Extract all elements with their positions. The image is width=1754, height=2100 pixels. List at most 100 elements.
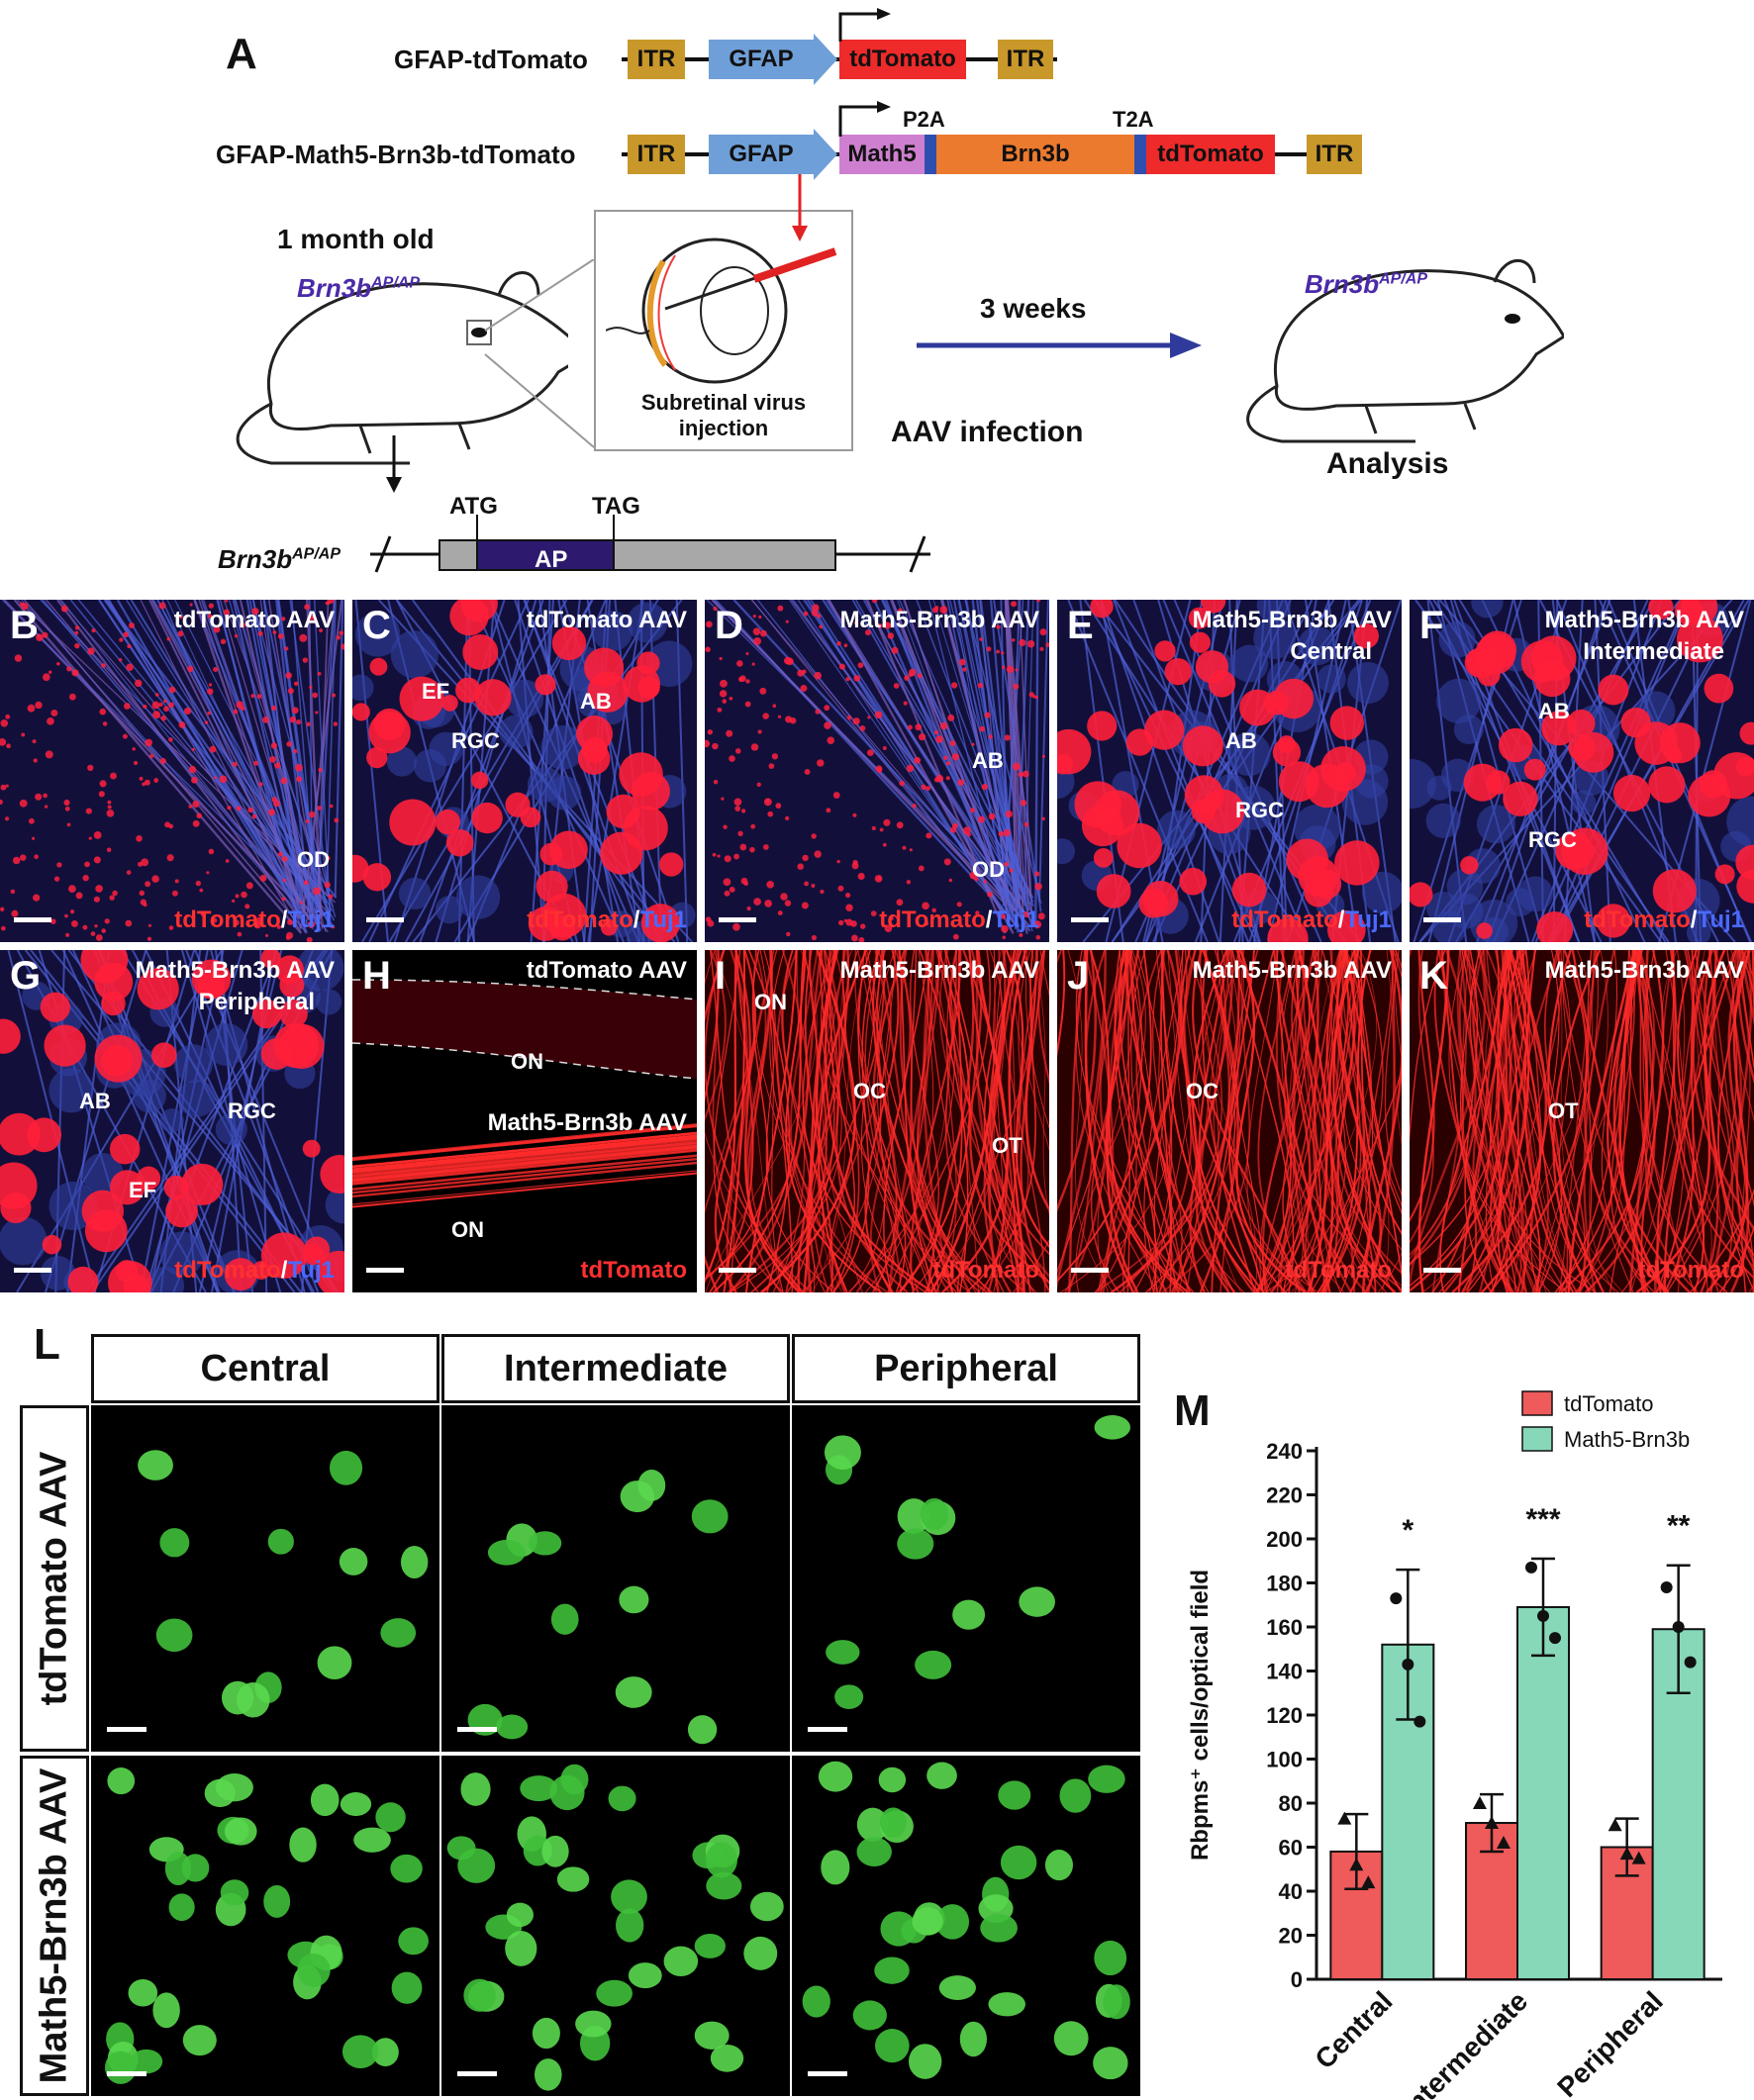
annotation-ab: AB xyxy=(1225,728,1257,753)
panel-label-g: G xyxy=(10,954,42,998)
rbpms-cells xyxy=(446,1764,784,2091)
stain-separator: / xyxy=(633,907,640,933)
data-point xyxy=(1608,1818,1622,1832)
t2a-label: T2A xyxy=(1113,107,1154,132)
annotation-on: ON xyxy=(754,990,787,1014)
stain-label-c: tdTomato/Tuj1 xyxy=(527,907,687,934)
panel-label-d: D xyxy=(715,604,743,647)
legend-swatch-math5-brn3b xyxy=(1521,1426,1553,1452)
data-point xyxy=(1390,1592,1403,1605)
annotation-od: OD xyxy=(972,857,1005,882)
y-tick-label: 220 xyxy=(1266,1483,1303,1508)
legend-label-tdtomato: tdTomato xyxy=(1564,1391,1654,1416)
stain-tdtomato: tdTomato xyxy=(174,907,281,933)
panel-title-j: Math5-Brn3b AAV xyxy=(1192,957,1392,984)
panel-subtitle-f: Intermediate xyxy=(1583,638,1724,665)
allele-name-sup: AP/AP xyxy=(292,545,341,563)
construct1-itr-right: ITR xyxy=(998,40,1053,79)
significance-label: *** xyxy=(1525,1503,1560,1536)
rbpms-bar-chart: M020406080100120140160180200220240Rbpms⁺… xyxy=(1174,1386,1722,2100)
stain-label-i: tdTomato xyxy=(932,1257,1039,1285)
stain-label-h: tdTomato xyxy=(580,1257,687,1285)
data-point xyxy=(1631,1851,1646,1864)
annotation-on: ON xyxy=(511,1049,543,1074)
time-arrow-icon xyxy=(917,333,1202,358)
micrograph-e xyxy=(1057,600,1402,942)
stain-tuj1: Tuj1 xyxy=(639,907,687,933)
mouse-left-genotype: Brn3bAP/AP xyxy=(297,273,420,304)
stain-tuj1: Tuj1 xyxy=(287,907,335,933)
allele-name: Brn3bAP/AP xyxy=(218,544,341,575)
panel-title-d: Math5-Brn3b AAV xyxy=(839,607,1039,633)
scale-bar xyxy=(1423,1268,1461,1273)
annotation-ot: OT xyxy=(1548,1098,1579,1123)
micrograph-h xyxy=(352,950,697,1292)
construct2-itr-right: ITR xyxy=(1307,135,1362,174)
annotation-ab: AB xyxy=(79,1089,111,1113)
row-header-math5-brn3b: Math5-Brn3b AAV xyxy=(20,1756,89,2096)
annotation-ab: AB xyxy=(1538,699,1570,723)
panel-label-e: E xyxy=(1067,604,1094,647)
construct2-t2a-linker xyxy=(1134,135,1146,174)
annotation-ot: OT xyxy=(992,1133,1023,1158)
stain-separator: / xyxy=(1690,907,1698,933)
data-point xyxy=(1413,1715,1426,1728)
data-point xyxy=(1497,1836,1510,1850)
stain-label-e: tdTomato/Tuj1 xyxy=(1231,907,1392,934)
construct2-gfap: GFAP xyxy=(709,135,814,174)
stain-tdtomato: tdTomato xyxy=(1231,907,1338,933)
column-header-peripheral: Peripheral xyxy=(792,1334,1140,1403)
panel-title2-h: Math5-Brn3b AAV xyxy=(487,1109,687,1136)
panel-subtitle-g: Peripheral xyxy=(198,989,315,1015)
rbpms-cells xyxy=(824,1415,1130,1709)
p2a-label: P2A xyxy=(903,107,945,132)
annotation-rgc: RGC xyxy=(1235,798,1284,822)
ap-label: AP xyxy=(535,546,568,573)
data-point xyxy=(1549,1632,1561,1645)
allele-name-base: Brn3b xyxy=(218,544,293,574)
injection-inset: Subretinal virus injection xyxy=(594,210,853,451)
panel-title-h: tdTomato AAV xyxy=(526,957,687,984)
y-tick-label: 180 xyxy=(1266,1572,1303,1596)
mouse-left-genotype-sup: AP/AP xyxy=(371,274,421,292)
age-label: 1 month old xyxy=(277,224,435,254)
panel-label-f: F xyxy=(1419,604,1444,647)
scale-bar xyxy=(457,1727,497,1732)
construct2-gfap-arrow xyxy=(814,129,837,180)
data-point xyxy=(1660,1580,1673,1593)
stain-separator: / xyxy=(280,907,288,933)
data-point xyxy=(1672,1621,1685,1633)
row-header-math5-brn3b-text: Math5-Brn3b AAV xyxy=(33,1767,75,2084)
mouse-right-icon xyxy=(1246,258,1564,443)
panel-label-j: J xyxy=(1067,954,1090,998)
annotation-on: ON xyxy=(451,1217,484,1242)
data-point xyxy=(1402,1658,1414,1670)
data-point xyxy=(1485,1816,1499,1830)
rbpms-image-4 xyxy=(91,1756,439,2096)
allele-diagram xyxy=(370,515,930,573)
analysis-label: Analysis xyxy=(1326,447,1449,480)
panel-label-m: M xyxy=(1174,1386,1211,1435)
micrograph-b xyxy=(0,600,344,942)
scale-bar xyxy=(14,917,51,922)
construct1-tdtomato: tdTomato xyxy=(839,40,966,79)
red-arrow-icon xyxy=(792,174,808,241)
promoter-arrow-icon-2 xyxy=(838,101,891,137)
row-header-tdtomato-text: tdTomato AAV xyxy=(33,1451,75,1706)
bar-math5-brn3b-intermediate xyxy=(1516,1605,1570,1980)
annotation-rgc: RGC xyxy=(1528,827,1577,852)
panel-title-e: Math5-Brn3b AAV xyxy=(1192,607,1392,633)
mouse-left-icon xyxy=(236,271,568,465)
stain-tdtomato: tdTomato xyxy=(879,907,986,933)
scale-bar xyxy=(719,917,756,922)
construct2-p2a-linker xyxy=(925,135,936,174)
scale-bar xyxy=(1071,1268,1109,1273)
panel-title-b: tdTomato AAV xyxy=(173,607,335,633)
y-tick-label: 60 xyxy=(1279,1836,1303,1861)
y-tick-label: 240 xyxy=(1266,1439,1303,1464)
scale-bar xyxy=(1071,917,1109,922)
mouse-right-genotype-sup: AP/AP xyxy=(1379,270,1428,288)
